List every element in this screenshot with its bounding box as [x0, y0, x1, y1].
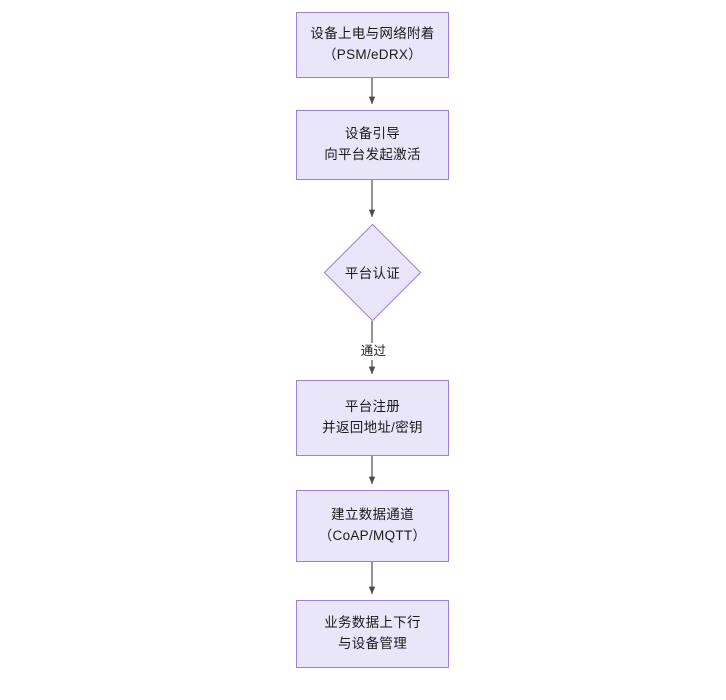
node-data-channel[interactable]: 建立数据通道 （CoAP/MQTT） [296, 490, 449, 562]
node-label-line1: 设备上电与网络附着 [310, 26, 435, 42]
node-label-line1: 建立数据通道 [331, 507, 414, 523]
node-platform-authentication-label: 平台认证 [324, 258, 421, 286]
node-label-line2: （CoAP/MQTT） [318, 528, 427, 543]
node-device-power-on[interactable]: 设备上电与网络附着 （PSM/eDRX） [296, 12, 449, 78]
node-business-data-and-device-management[interactable]: 业务数据上下行 与设备管理 [296, 600, 449, 668]
node-label-line1: 业务数据上下行 [324, 615, 421, 631]
node-label-line2: 并返回地址/密钥 [322, 420, 423, 435]
node-label-line1: 平台认证 [344, 266, 401, 281]
node-platform-registration[interactable]: 平台注册 并返回地址/密钥 [296, 380, 449, 456]
node-label-line2: 与设备管理 [338, 636, 407, 651]
node-label-line2: 向平台发起激活 [324, 147, 421, 162]
node-label-line1: 设备引导 [344, 126, 401, 142]
node-label-line1: 平台注册 [344, 399, 401, 415]
node-device-bootstrap[interactable]: 设备引导 向平台发起激活 [296, 110, 449, 180]
node-label-line2: （PSM/eDRX） [322, 47, 423, 62]
edge-label-pass: 通过 [348, 343, 399, 360]
